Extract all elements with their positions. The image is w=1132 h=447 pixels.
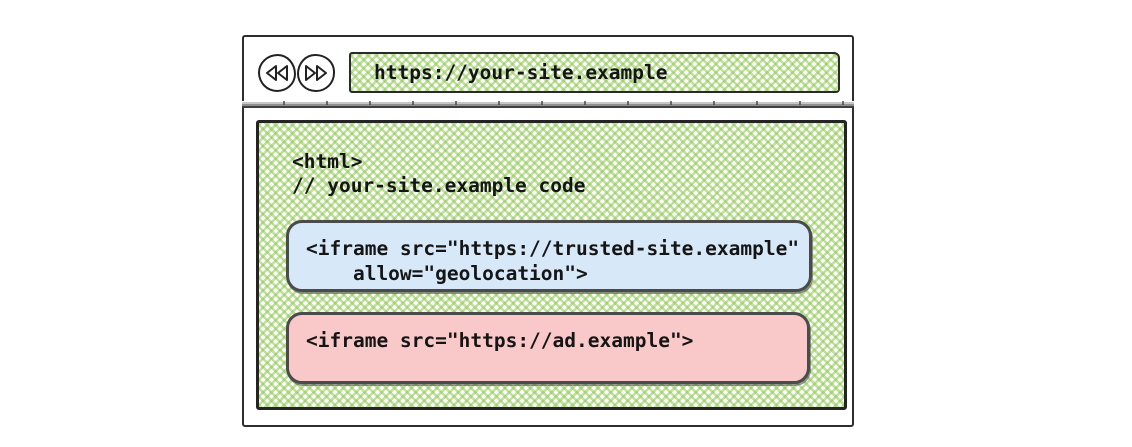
forward-button[interactable] bbox=[297, 54, 335, 92]
trusted-iframe-src-line: <iframe src="https://trusted-site.exampl… bbox=[306, 237, 800, 260]
toolbar-divider bbox=[241, 101, 854, 108]
browser-toolbar: https://your-site.example bbox=[241, 37, 854, 108]
code-line-html-tag: <html> bbox=[292, 150, 363, 173]
trusted-iframe-box: <iframe src="https://trusted-site.exampl… bbox=[286, 220, 812, 292]
ad-iframe-box: <iframe src="https://ad.example"> bbox=[286, 312, 810, 384]
ad-iframe-src-line: <iframe src="https://ad.example"> bbox=[306, 329, 694, 352]
divider-ticks bbox=[241, 101, 854, 105]
page-content-area: <html> // your-site.example code <iframe… bbox=[256, 120, 847, 410]
trusted-iframe-allow-line: allow="geolocation"> bbox=[306, 262, 588, 285]
address-bar[interactable]: https://your-site.example bbox=[349, 52, 840, 93]
back-button[interactable] bbox=[258, 54, 296, 92]
double-left-arrow-icon bbox=[264, 63, 290, 83]
browser-window: https://your-site.example <html> // your… bbox=[241, 35, 854, 427]
url-text: https://your-site.example bbox=[374, 61, 668, 84]
page-source-code: <html> // your-site.example code bbox=[292, 150, 586, 198]
double-right-arrow-icon bbox=[303, 63, 329, 83]
code-line-comment: // your-site.example code bbox=[292, 174, 586, 197]
